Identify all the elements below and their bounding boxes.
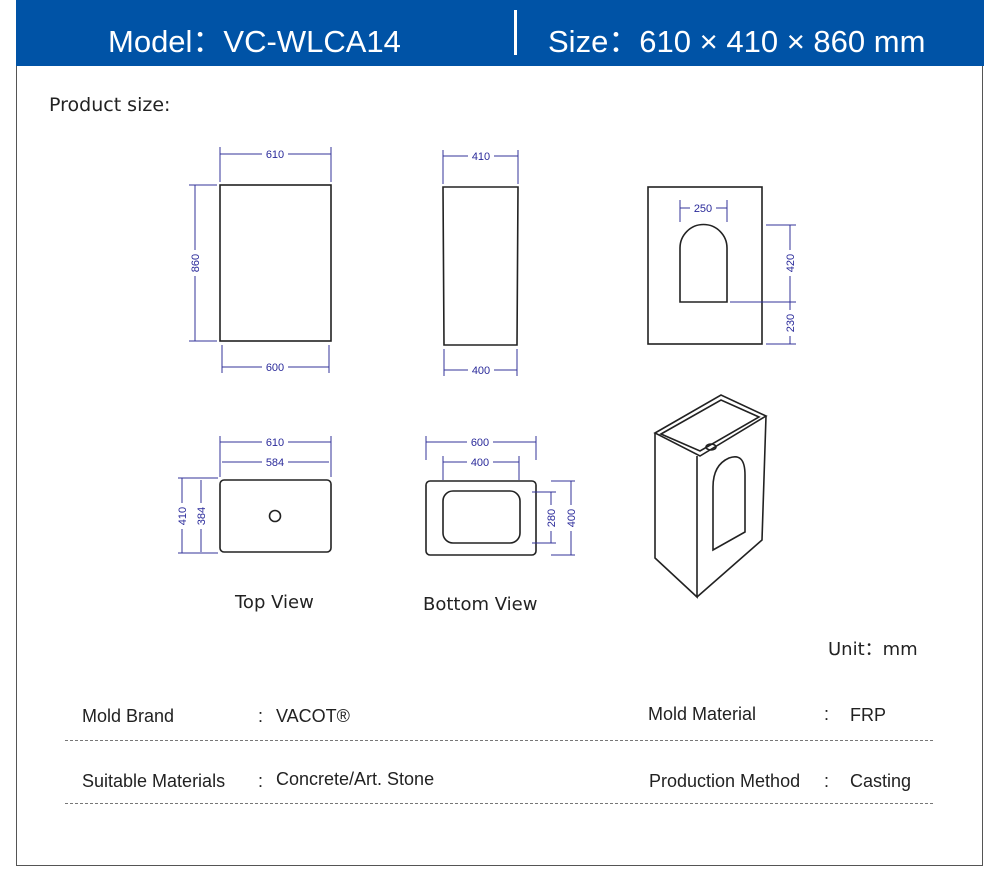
spec-value: VACOT®: [276, 706, 350, 726]
model-title: Model：VC-WLCA14: [108, 24, 401, 59]
dim-bottom-outer-depth: 400: [566, 509, 578, 527]
caption-bottom-view: Bottom View: [423, 594, 538, 615]
spec-value: FRP: [850, 705, 886, 725]
dim-back-opening-height: 420: [785, 254, 797, 272]
isometric-view: [653, 394, 768, 599]
caption-top-view: Top View: [235, 592, 314, 613]
spec-value: Casting: [850, 771, 912, 791]
spec-sep: :: [824, 704, 830, 724]
dim-bottom-inner-width: 400: [471, 457, 489, 469]
spec-label: Suitable Materials: [82, 771, 226, 791]
back-view: 250 420 230: [647, 186, 797, 345]
divider-dashed: [65, 803, 933, 804]
dim-top-outer-width: 610: [266, 437, 284, 449]
section-title: Product size:: [49, 94, 171, 116]
top-view: 610 584 410 384: [175, 435, 332, 554]
front-view: 610 600 860: [188, 147, 332, 374]
unit-label: Unit：mm: [828, 639, 918, 660]
spec-label: Mold Brand: [82, 706, 175, 726]
dim-bottom-outer-width: 600: [471, 437, 489, 449]
dim-side-bottom: 400: [472, 365, 490, 377]
dim-back-opening-width: 250: [694, 203, 712, 215]
divider-dashed: [65, 740, 933, 741]
spec-label: Production Method: [649, 771, 801, 791]
spec-value: Concrete/Art. Stone: [276, 769, 435, 789]
dim-back-opening-base: 230: [785, 314, 797, 332]
size-title: Size：610 × 410 × 860 mm: [548, 24, 926, 59]
dim-front-height: 860: [190, 254, 202, 272]
dim-top-inner-width: 584: [266, 457, 284, 469]
dim-bottom-inner-depth: 280: [546, 509, 558, 527]
dim-side-top: 410: [472, 151, 490, 163]
dim-top-outer-depth: 410: [177, 507, 189, 525]
spec-sep: :: [258, 771, 264, 791]
page-frame: [16, 0, 983, 866]
spec-sep: :: [258, 706, 264, 726]
spec-sep: :: [824, 771, 830, 791]
side-view: 410 400: [442, 149, 519, 377]
header-divider: [514, 10, 517, 55]
dim-front-top: 610: [266, 149, 284, 161]
dim-top-inner-depth: 384: [196, 507, 208, 525]
header-bar: Model：VC-WLCA14 Size：610 × 410 × 860 mm: [16, 0, 984, 66]
dim-front-bottom: 600: [266, 362, 284, 374]
spec-label: Mold Material: [648, 704, 757, 724]
bottom-view: 600 400 280 400: [425, 435, 578, 556]
